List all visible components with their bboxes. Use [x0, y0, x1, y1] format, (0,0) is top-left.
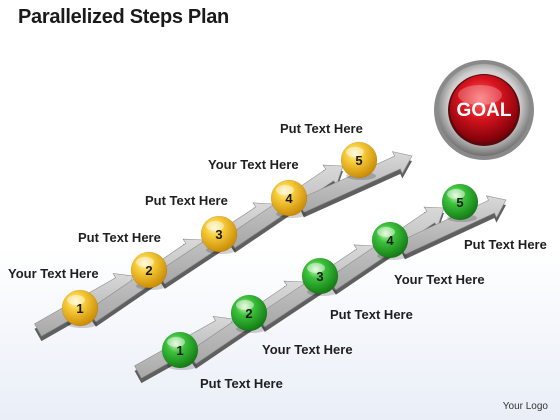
green-ball-highlight-3: [307, 263, 325, 273]
orange-step-ball-1: [61, 289, 99, 327]
page-title: Parallelized Steps Plan: [18, 6, 229, 28]
orange-step-label-5: Put Text Here: [280, 121, 363, 136]
green-step-ball-3: [301, 257, 339, 295]
green-step-track: 1 2 3 4 5: [134, 183, 507, 384]
green-ball-highlight-2: [236, 300, 254, 310]
orange-ball-highlight-4: [276, 185, 294, 195]
green-step-number-5: 5: [456, 195, 463, 210]
orange-step-ball-4: [270, 179, 308, 217]
logo-text: Your Logo: [502, 401, 548, 412]
goal-button[interactable]: GOAL: [434, 60, 534, 160]
green-step-ball-2: [230, 294, 268, 332]
orange-step-label-1: Your Text Here: [8, 266, 99, 281]
orange-step-number-3: 3: [215, 227, 222, 242]
green-step-number-3: 3: [316, 269, 323, 284]
orange-ball-highlight-5: [346, 147, 364, 157]
goal-highlight: [458, 85, 502, 105]
orange-ball-highlight-3: [206, 221, 224, 231]
orange-arrow-5: [297, 151, 413, 213]
orange-step-label-3: Put Text Here: [145, 193, 228, 208]
orange-ball-highlight-2: [136, 257, 154, 267]
orange-ball-highlight-1: [67, 295, 85, 305]
green-step-ball-4: [371, 221, 409, 259]
orange-step-ball-2: [130, 251, 168, 289]
orange-step-number-5: 5: [355, 153, 362, 168]
green-ball-highlight-1: [167, 337, 185, 347]
green-ball-highlight-4: [377, 227, 395, 237]
green-step-number-2: 2: [245, 306, 252, 321]
green-arrow-5: [398, 195, 507, 255]
green-step-ball-1: [161, 331, 199, 369]
orange-step-track: 1 2 3 4 5: [34, 141, 413, 342]
green-step-number-1: 1: [176, 343, 183, 358]
orange-step-number-4: 4: [285, 191, 293, 206]
goal-label: GOAL: [457, 100, 512, 121]
green-step-ball-5: [441, 183, 479, 221]
orange-step-number-1: 1: [76, 301, 83, 316]
green-step-label-2: Your Text Here: [262, 342, 353, 357]
green-step-label-4: Your Text Here: [394, 272, 485, 287]
orange-step-number-2: 2: [145, 263, 152, 278]
green-step-number-4: 4: [386, 233, 394, 248]
green-ball-highlight-5: [447, 189, 465, 199]
green-step-label-5: Put Text Here: [464, 237, 547, 252]
orange-step-ball-3: [200, 215, 238, 253]
goal-red-face: [450, 75, 518, 143]
green-step-label-1: Put Text Here: [200, 376, 283, 391]
orange-step-label-2: Put Text Here: [78, 230, 161, 245]
orange-step-label-4: Your Text Here: [208, 157, 299, 172]
orange-step-ball-5: [340, 141, 378, 179]
green-step-label-3: Put Text Here: [330, 307, 413, 322]
